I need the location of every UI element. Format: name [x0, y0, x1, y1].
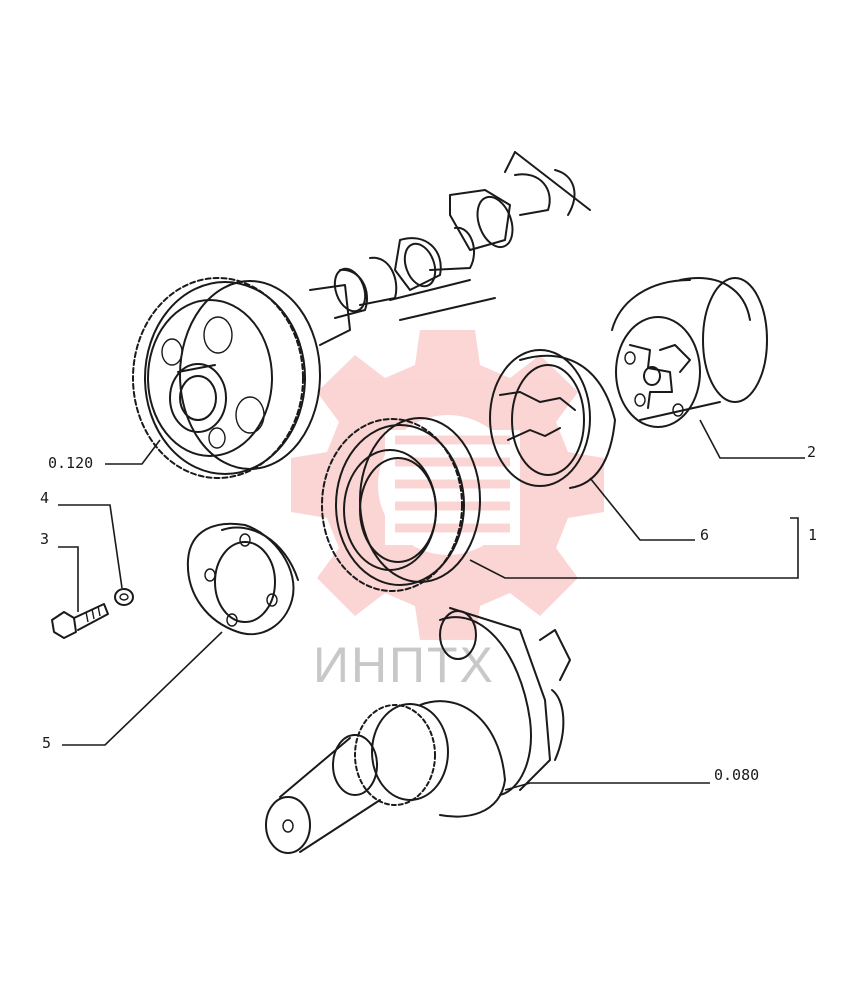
leader-0080 — [504, 782, 710, 791]
watermark — [291, 330, 604, 640]
callout-bolt: 3 — [40, 530, 49, 548]
leader-2 — [699, 419, 805, 459]
callout-crankshaft: 0.080 — [714, 766, 759, 784]
washer — [114, 588, 134, 606]
leader-3 — [58, 546, 79, 612]
leader-5 — [62, 631, 223, 746]
leader-4 — [58, 504, 123, 589]
leader-lines — [58, 419, 805, 791]
callout-camshaft-gear: 0.120 — [48, 454, 93, 472]
callout-oil-pump: 2 — [807, 443, 816, 461]
bolt — [51, 603, 109, 639]
callout-washer: 4 — [40, 489, 49, 507]
oil-pump — [611, 277, 768, 428]
leader-1 — [469, 517, 799, 579]
watermark-text: ИНПТХ — [313, 637, 495, 693]
leader-6 — [589, 477, 695, 541]
callout-gear-set: 1 — [808, 526, 817, 544]
leader-0120 — [105, 439, 161, 465]
thrust-plate — [186, 522, 299, 636]
crankshaft — [265, 607, 571, 854]
watermark-gear-icon — [291, 330, 604, 640]
camshaft — [309, 151, 591, 346]
callout-bushing: 6 — [700, 526, 709, 544]
camshaft-gear — [132, 277, 321, 479]
intermediate-gear — [321, 417, 481, 592]
callout-thrust-plate: 5 — [42, 734, 51, 752]
